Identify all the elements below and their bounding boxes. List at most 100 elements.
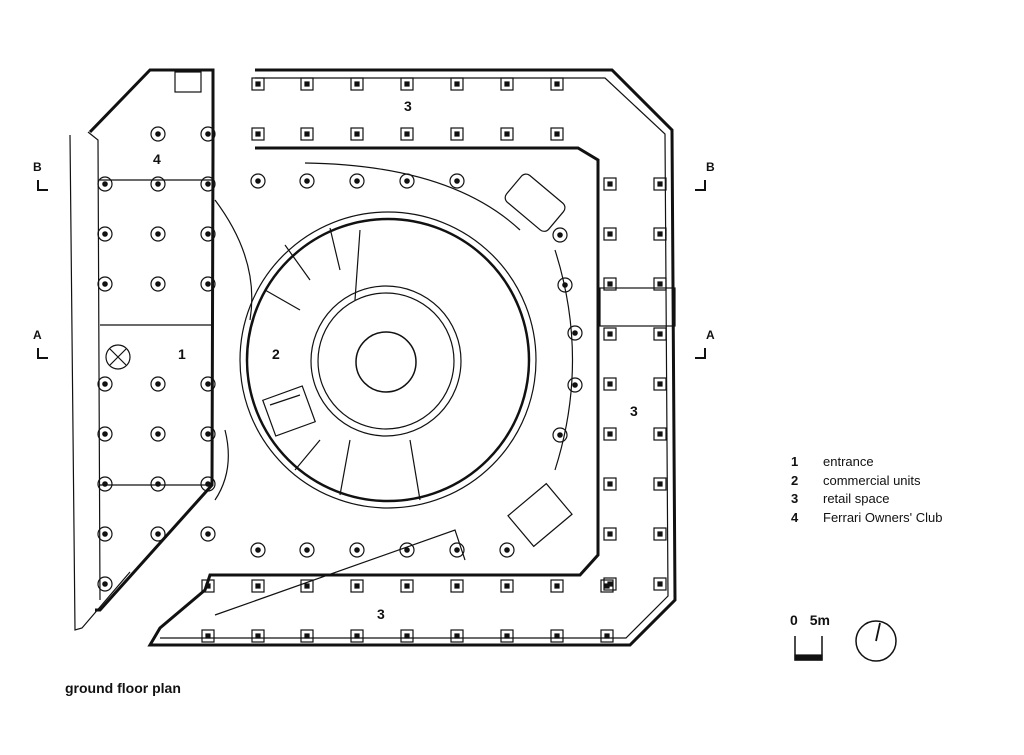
column-square: [653, 377, 667, 391]
column-round: [299, 542, 315, 558]
section-marker-a-right: [695, 348, 706, 359]
column-square: [201, 629, 215, 643]
column-round: [250, 542, 266, 558]
column-dot: [504, 633, 510, 639]
column-dot: [504, 547, 510, 553]
column-dot: [354, 633, 360, 639]
column-dot: [607, 231, 613, 237]
column-square: [300, 127, 314, 141]
column-dot: [404, 178, 410, 184]
column-dot: [255, 633, 261, 639]
column-round: [150, 126, 166, 142]
column-dot: [454, 131, 460, 137]
column-dot: [155, 431, 161, 437]
column-round: [97, 376, 113, 392]
column-square: [603, 227, 617, 241]
column-dot: [354, 81, 360, 87]
column-square: [550, 77, 564, 91]
column-square: [603, 427, 617, 441]
column-round: [449, 173, 465, 189]
column-dot: [504, 583, 510, 589]
section-label-b-left: B: [33, 160, 42, 174]
column-dot: [404, 583, 410, 589]
column-square: [653, 427, 667, 441]
column-round: [250, 173, 266, 189]
legend-label: retail space: [823, 491, 890, 506]
column-dot: [102, 581, 108, 587]
column-dot: [102, 181, 108, 187]
column-dot: [102, 531, 108, 537]
north-arrow-icon: [855, 620, 897, 662]
column-dot: [454, 633, 460, 639]
column-square: [300, 579, 314, 593]
column-dot: [205, 131, 211, 137]
column-square: [653, 277, 667, 291]
column-round: [97, 526, 113, 542]
column-dot: [255, 583, 261, 589]
revolving-door-cross: [109, 348, 127, 366]
column-dot: [454, 547, 460, 553]
column-dot: [205, 633, 211, 639]
column-round: [552, 427, 568, 443]
column-dot: [554, 583, 560, 589]
kiosk-upper: [504, 173, 566, 232]
column-round: [200, 526, 216, 542]
column-dot: [205, 481, 211, 487]
column-round: [552, 227, 568, 243]
column-square: [603, 527, 617, 541]
column-square: [500, 127, 514, 141]
column-dot: [354, 178, 360, 184]
column-square: [500, 579, 514, 593]
column-square: [350, 629, 364, 643]
column-dot: [554, 633, 560, 639]
column-square: [400, 127, 414, 141]
column-dot: [504, 81, 510, 87]
column-square: [201, 579, 215, 593]
column-dot: [354, 131, 360, 137]
column-dot: [102, 381, 108, 387]
section-marker-b-left: [37, 180, 48, 191]
column-square: [550, 629, 564, 643]
column-square: [251, 127, 265, 141]
main-building-outline: [147, 68, 677, 647]
column-round: [299, 173, 315, 189]
column-dot: [155, 131, 161, 137]
column-dot: [454, 583, 460, 589]
column-round: [399, 173, 415, 189]
column-dot: [102, 231, 108, 237]
column-square: [653, 327, 667, 341]
column-round: [150, 176, 166, 192]
column-square: [603, 177, 617, 191]
scale-bar-fill: [794, 654, 823, 661]
legend-number: 3: [791, 491, 799, 506]
column-dot: [205, 381, 211, 387]
column-square: [350, 127, 364, 141]
column-dot: [404, 547, 410, 553]
column-dot: [205, 181, 211, 187]
column-dot: [607, 331, 613, 337]
column-round: [150, 426, 166, 442]
column-dot: [155, 181, 161, 187]
column-square: [300, 629, 314, 643]
column-square: [603, 377, 617, 391]
column-dot: [304, 633, 310, 639]
column-square: [251, 629, 265, 643]
room-label-club: 4: [153, 151, 161, 167]
column-square: [653, 577, 667, 591]
column-square: [653, 227, 667, 241]
column-dot: [604, 633, 610, 639]
column-dot: [657, 581, 663, 587]
drawing-title: ground floor plan: [65, 680, 181, 696]
column-round: [200, 476, 216, 492]
kiosk-lower: [507, 482, 573, 548]
column-square: [450, 127, 464, 141]
stair-core-right: [599, 287, 676, 327]
column-square: [350, 77, 364, 91]
rotunda-core: [355, 331, 417, 393]
column-square: [251, 77, 265, 91]
column-round: [97, 226, 113, 242]
room-label-retail-top: 3: [404, 98, 412, 114]
revolving-door: [105, 344, 131, 370]
